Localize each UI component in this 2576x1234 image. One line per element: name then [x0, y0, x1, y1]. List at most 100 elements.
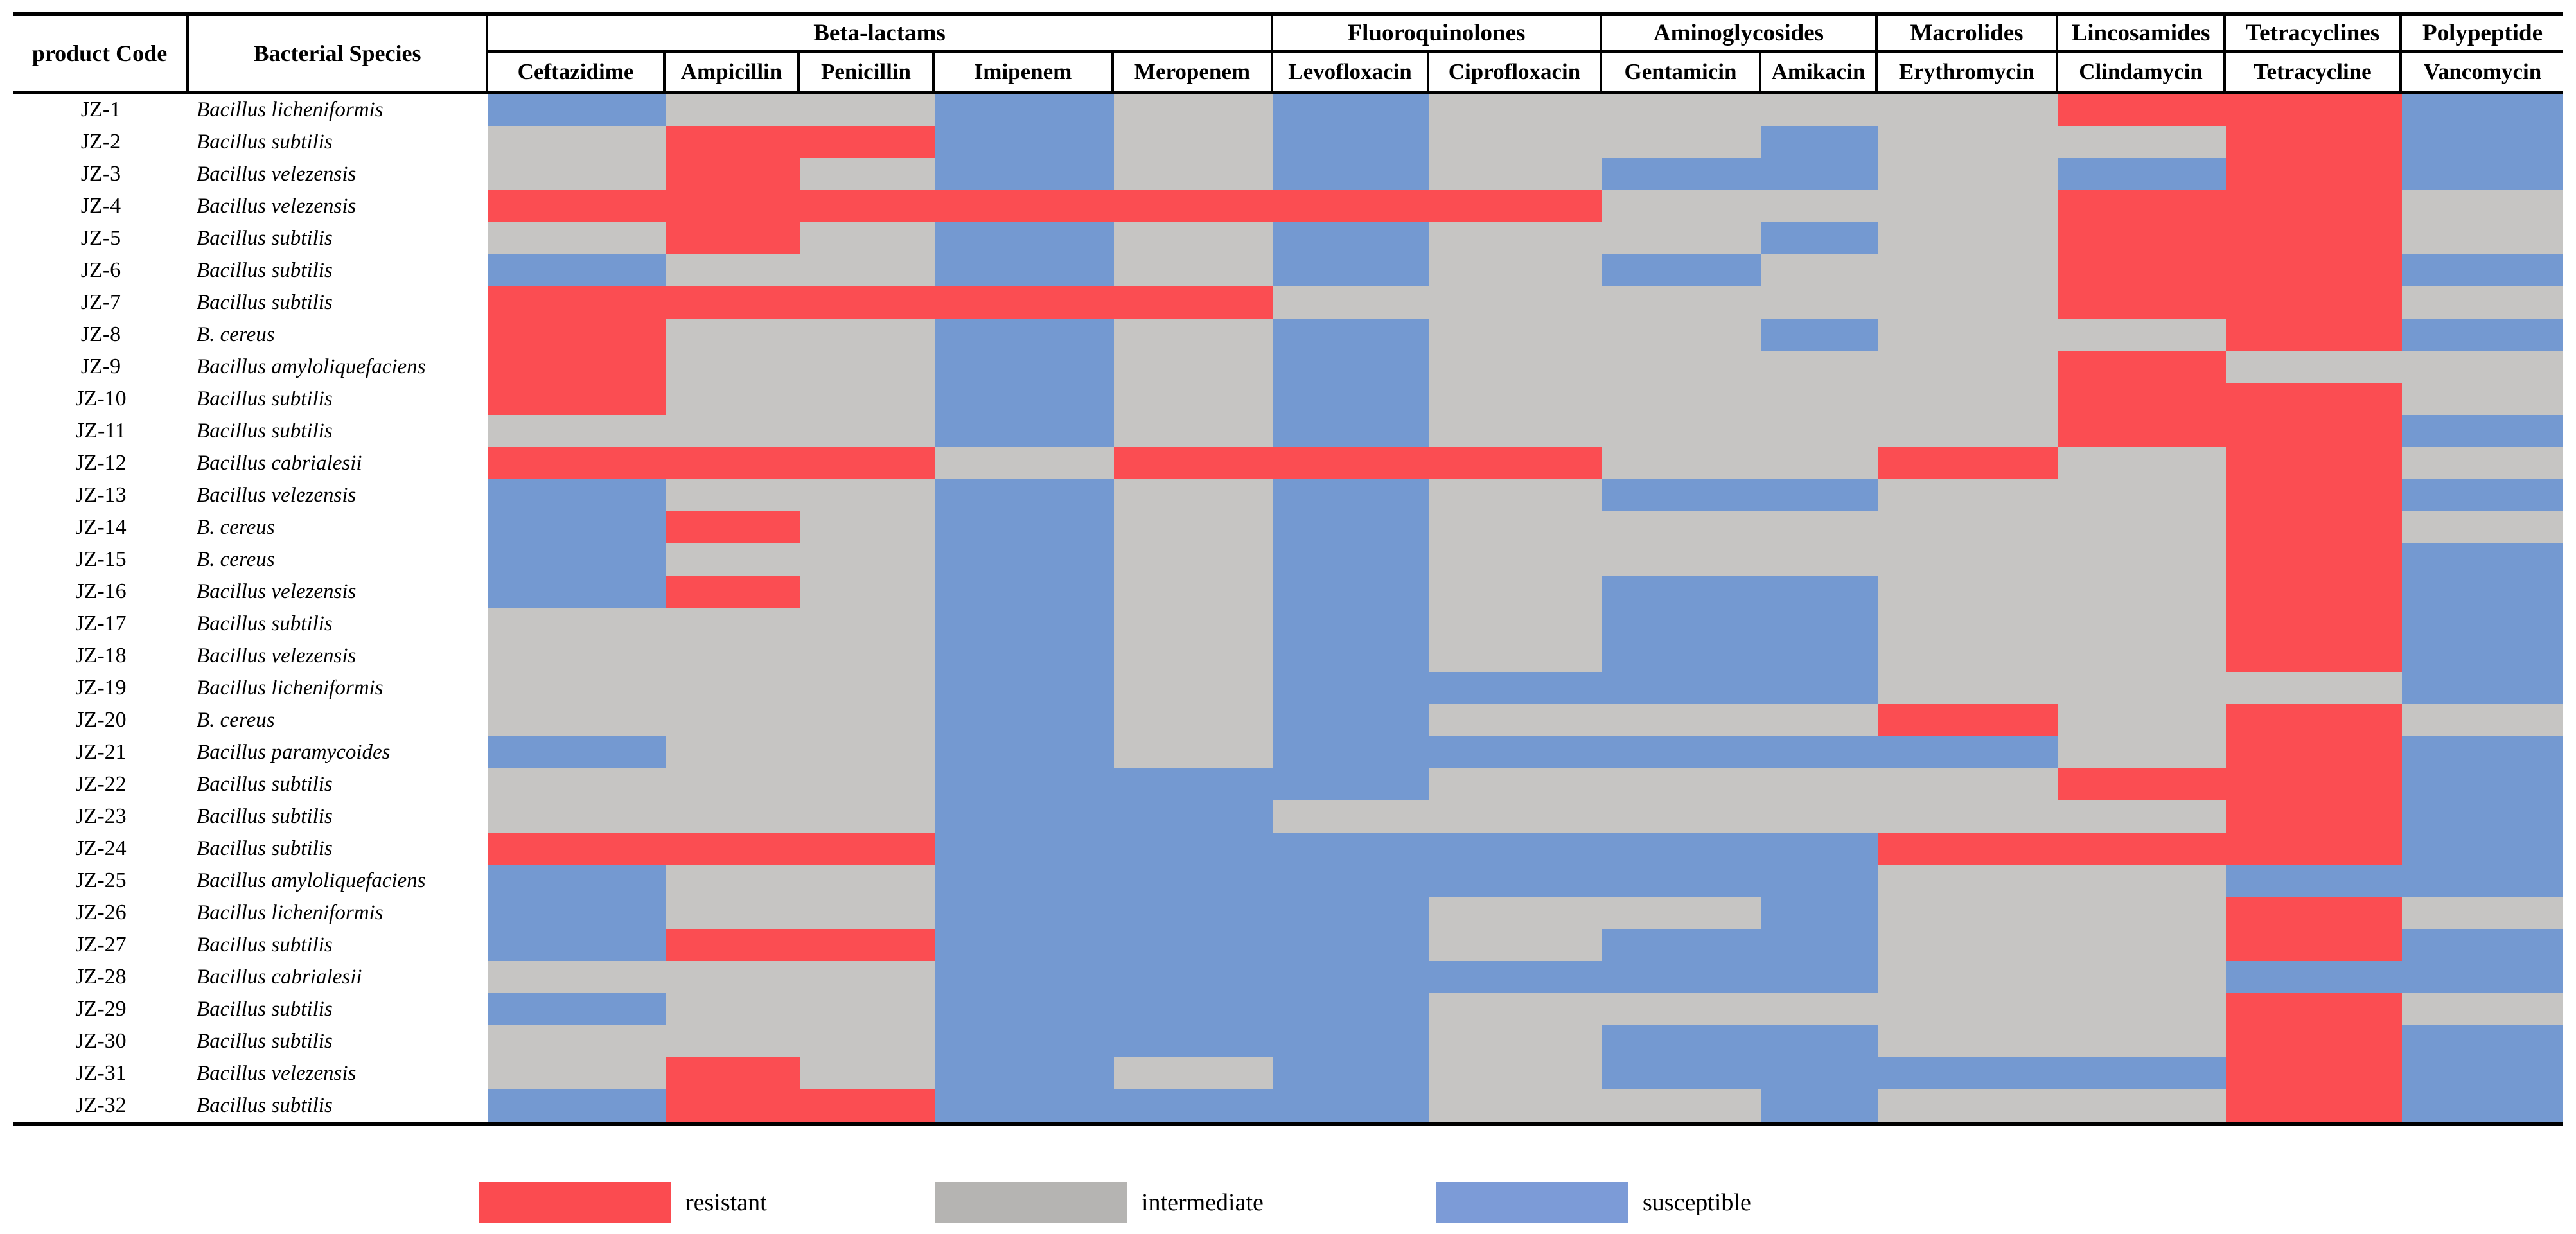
cell-JZ-2-Tetracycline [2226, 126, 2402, 158]
cell-JZ-32-Ampicillin [666, 1089, 800, 1122]
col-header-imipenem: Imipenem [935, 53, 1114, 91]
cell-JZ-18-Penicillin [800, 640, 935, 672]
cell-JZ-18-Ciprofloxacin [1429, 640, 1602, 672]
cell-JZ-14-Penicillin [800, 511, 935, 543]
cell-JZ-21-Erythromycin [1878, 736, 2058, 768]
legend-item-intermediate: intermediate [935, 1182, 1264, 1223]
cell-JZ-14-Gentamicin [1602, 511, 1761, 543]
cell-JZ-11-Levofloxacin [1273, 415, 1429, 447]
cell-JZ-7-Clindamycin [2058, 286, 2226, 319]
cell-JZ-18-Meropenem [1114, 640, 1273, 672]
cell-JZ-9-Levofloxacin [1273, 351, 1429, 383]
cell-JZ-15-Amikacin [1761, 543, 1878, 576]
cell-JZ-29-Imipenem [935, 993, 1114, 1025]
cell-JZ-2-Erythromycin [1878, 126, 2058, 158]
cell-JZ-5-Gentamicin [1602, 222, 1761, 254]
cell-JZ-4-Levofloxacin [1273, 190, 1429, 222]
cell-JZ-2-Clindamycin [2058, 126, 2226, 158]
row-code: JZ-27 [75, 933, 127, 956]
cell-JZ-6-Vancomycin [2402, 254, 2563, 286]
cell-JZ-17-Ampicillin [666, 608, 800, 640]
cell-JZ-30-Penicillin [800, 1025, 935, 1057]
cell-JZ-13-Ceftazidime [488, 479, 666, 511]
cell-JZ-17-Tetracycline [2226, 608, 2402, 640]
cell-JZ-1-Ceftazidime [488, 94, 666, 126]
cell-JZ-26-Penicillin [800, 897, 935, 929]
cell-JZ-10-Ceftazidime [488, 383, 666, 415]
cell-JZ-29-Clindamycin [2058, 993, 2226, 1025]
cell-JZ-2-Gentamicin [1602, 126, 1761, 158]
cell-JZ-3-Amikacin [1761, 158, 1878, 190]
cell-JZ-24-Tetracycline [2226, 833, 2402, 865]
cell-JZ-17-Imipenem [935, 608, 1114, 640]
cell-JZ-6-Ciprofloxacin [1429, 254, 1602, 286]
cell-JZ-17-Clindamycin [2058, 608, 2226, 640]
row-species: Bacillus subtilis [197, 130, 333, 154]
cell-JZ-28-Ampicillin [666, 961, 800, 993]
cell-JZ-17-Amikacin [1761, 608, 1878, 640]
cell-JZ-14-Meropenem [1114, 511, 1273, 543]
cell-JZ-11-Vancomycin [2402, 415, 2563, 447]
cell-JZ-21-Ampicillin [666, 736, 800, 768]
cell-JZ-16-Erythromycin [1878, 576, 2058, 608]
cell-JZ-16-Imipenem [935, 576, 1114, 608]
legend-label-intermediate: intermediate [1142, 1189, 1264, 1216]
cell-JZ-22-Clindamycin [2058, 768, 2226, 800]
cell-JZ-25-Gentamicin [1602, 865, 1761, 897]
cell-JZ-8-Ceftazidime [488, 319, 666, 351]
cell-JZ-29-Penicillin [800, 993, 935, 1025]
cell-JZ-1-Amikacin [1761, 94, 1878, 126]
row-species: Bacillus cabrialesii [197, 965, 362, 989]
cell-JZ-6-Meropenem [1114, 254, 1273, 286]
cell-JZ-23-Ceftazidime [488, 800, 666, 833]
cell-JZ-23-Ampicillin [666, 800, 800, 833]
row-species: B. cereus [197, 547, 275, 571]
cell-JZ-25-Meropenem [1114, 865, 1273, 897]
cell-JZ-27-Imipenem [935, 929, 1114, 961]
cell-JZ-8-Gentamicin [1602, 319, 1761, 351]
cell-JZ-9-Ceftazidime [488, 351, 666, 383]
cell-JZ-25-Levofloxacin [1273, 865, 1429, 897]
cell-JZ-8-Vancomycin [2402, 319, 2563, 351]
cell-JZ-3-Imipenem [935, 158, 1114, 190]
cell-JZ-31-Meropenem [1114, 1057, 1273, 1089]
group-header-macrolides: Macrolides [1878, 16, 2058, 53]
cell-JZ-24-Gentamicin [1602, 833, 1761, 865]
cell-JZ-5-Imipenem [935, 222, 1114, 254]
cell-JZ-12-Erythromycin [1878, 447, 2058, 479]
cell-JZ-1-Penicillin [800, 94, 935, 126]
cell-JZ-12-Ampicillin [666, 447, 800, 479]
cell-JZ-32-Meropenem [1114, 1089, 1273, 1122]
cell-JZ-29-Vancomycin [2402, 993, 2563, 1025]
cell-JZ-6-Gentamicin [1602, 254, 1761, 286]
row-species: Bacillus subtilis [197, 258, 333, 282]
cell-JZ-1-Clindamycin [2058, 94, 2226, 126]
cell-JZ-30-Ceftazidime [488, 1025, 666, 1057]
cell-JZ-28-Erythromycin [1878, 961, 2058, 993]
cell-JZ-5-Clindamycin [2058, 222, 2226, 254]
cell-JZ-17-Penicillin [800, 608, 935, 640]
cell-JZ-31-Ceftazidime [488, 1057, 666, 1089]
cell-JZ-28-Gentamicin [1602, 961, 1761, 993]
cell-JZ-4-Imipenem [935, 190, 1114, 222]
cell-JZ-29-Levofloxacin [1273, 993, 1429, 1025]
cell-JZ-10-Vancomycin [2402, 383, 2563, 415]
cell-JZ-32-Levofloxacin [1273, 1089, 1429, 1122]
cell-JZ-32-Amikacin [1761, 1089, 1878, 1122]
row-species: Bacillus velezensis [197, 483, 357, 507]
group-header-polypeptide: Polypeptide [2402, 16, 2563, 53]
cell-JZ-8-Erythromycin [1878, 319, 2058, 351]
row-species: Bacillus amyloliquefaciens [197, 868, 426, 892]
cell-JZ-32-Gentamicin [1602, 1089, 1761, 1122]
cell-JZ-20-Penicillin [800, 704, 935, 736]
group-header-lincosamides: Lincosamides [2058, 16, 2226, 53]
cell-JZ-24-Amikacin [1761, 833, 1878, 865]
cell-JZ-11-Clindamycin [2058, 415, 2226, 447]
row-code: JZ-20 [75, 708, 127, 732]
cell-JZ-8-Ampicillin [666, 319, 800, 351]
cell-JZ-30-Meropenem [1114, 1025, 1273, 1057]
